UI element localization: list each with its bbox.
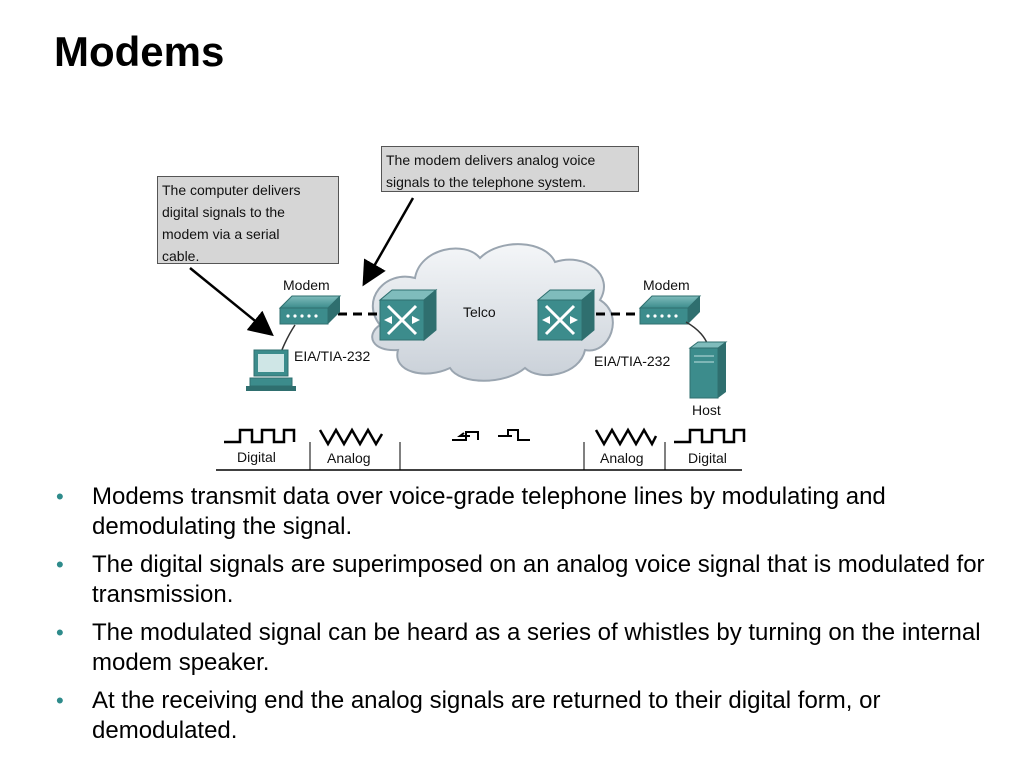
callout-modem: The modem delivers analog voice signals … (381, 146, 639, 192)
bullet-item: • The modulated signal can be heard as a … (54, 618, 994, 678)
interface-right-label: EIA/TIA-232 (594, 353, 670, 369)
bullet-list: • Modems transmit data over voice-grade t… (54, 482, 994, 754)
signal-label-digital-left: Digital (237, 449, 276, 465)
signal-label-digital-right: Digital (688, 450, 727, 466)
bullet-text: The digital signals are superimposed on … (92, 551, 985, 608)
host-server (688, 341, 728, 399)
telco-switch-right (536, 288, 596, 342)
callout-modem-line: signals to the telephone system. (386, 174, 587, 190)
modem-diagram: Modem Modem EIA/TIA-232 EIA/TIA-232 Telc… (189, 197, 746, 471)
callout-modem-line: The modem delivers analog voice (386, 152, 596, 168)
bullet-dot-icon: • (56, 484, 64, 509)
bullet-item: • The digital signals are superimposed on… (54, 550, 994, 610)
bullet-text: The modulated signal can be heard as a s… (92, 619, 981, 676)
analog-wave-left (318, 427, 384, 447)
signal-label-analog-left: Analog (327, 450, 371, 466)
digital-wave-left (224, 428, 296, 444)
mixed-signal-icon (452, 429, 530, 441)
callout-computer-line: digital signals to the (162, 204, 285, 220)
modem-right-label: Modem (643, 277, 690, 293)
signal-strip: Digital Analog Analog Digital (216, 427, 746, 471)
interface-left-label: EIA/TIA-232 (294, 348, 370, 364)
digital-wave-right (674, 428, 746, 444)
computer (246, 349, 296, 391)
cloud-label: Telco (463, 304, 496, 320)
callout-computer-line: The computer delivers (162, 182, 301, 198)
signal-label-analog-right: Analog (600, 450, 644, 466)
modem-left (278, 295, 342, 325)
callout-computer-arrow (189, 267, 274, 337)
callout-computer: The computer delivers digital signals to… (157, 176, 339, 264)
modem-right (638, 295, 702, 325)
host-label: Host (692, 402, 721, 418)
bullet-dot-icon: • (56, 688, 64, 713)
telco-switch-left (378, 288, 438, 342)
bullet-dot-icon: • (56, 620, 64, 645)
callout-computer-line: modem via a serial (162, 226, 280, 242)
callout-modem-arrow (362, 197, 415, 287)
bullet-item: • At the receiving end the analog signals… (54, 686, 994, 746)
bullet-text: Modems transmit data over voice-grade te… (92, 483, 886, 540)
analog-wave-right (594, 427, 658, 447)
telco-cloud (371, 243, 614, 382)
callout-computer-line: cable. (162, 248, 200, 264)
modem-left-label: Modem (283, 277, 330, 293)
bullet-item: • Modems transmit data over voice-grade t… (54, 482, 994, 542)
slide-title: Modems (54, 28, 225, 75)
bullet-text: At the receiving end the analog signals … (92, 687, 881, 744)
bullet-dot-icon: • (56, 552, 64, 577)
